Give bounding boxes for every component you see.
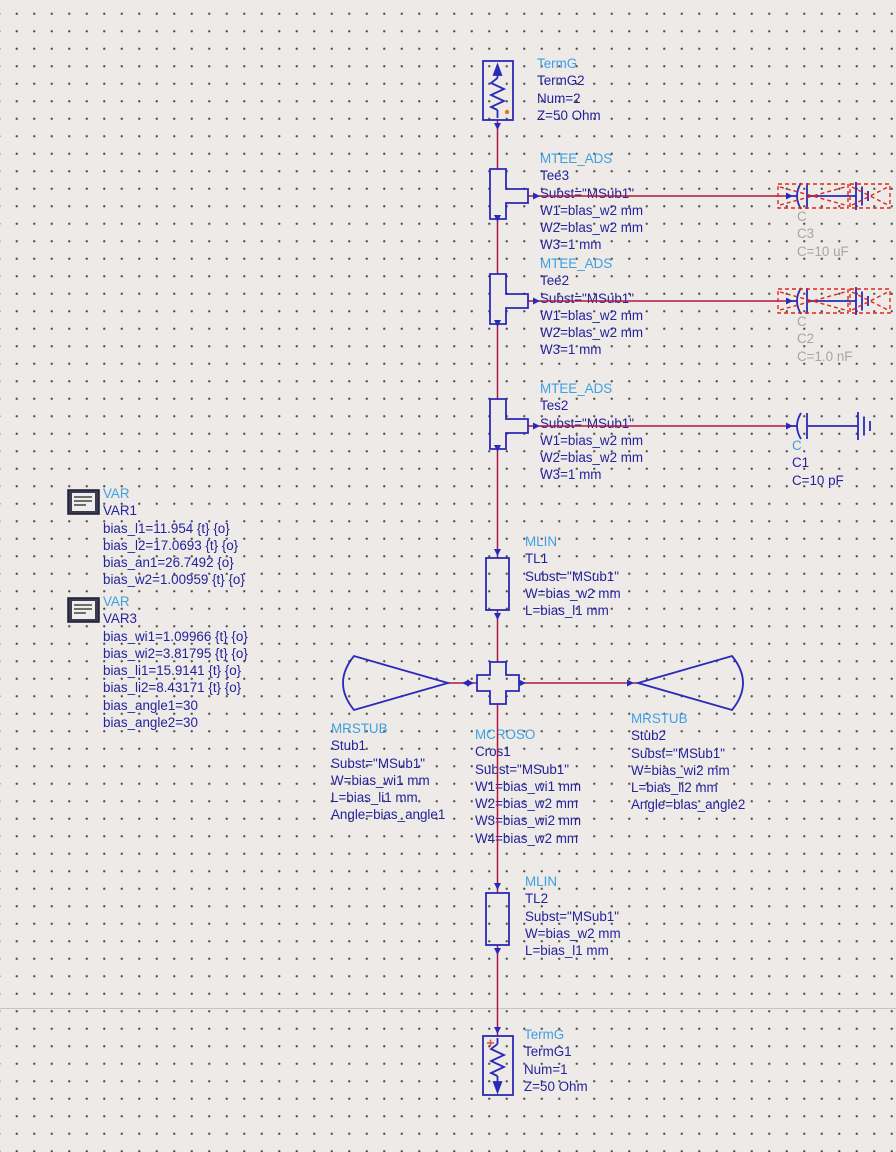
c1-symbol[interactable] bbox=[786, 412, 871, 440]
c3-type[interactable]: C bbox=[797, 209, 807, 224]
tl1-label[interactable]: MLIN TL1 Subst="MSub1" W=bias_w2 mm L=bi… bbox=[525, 534, 621, 619]
termg2-pin-dot bbox=[504, 109, 510, 115]
c3-ground-icon bbox=[855, 182, 869, 210]
termg1-type[interactable]: TermG bbox=[524, 1027, 565, 1042]
termg2-symbol[interactable] bbox=[482, 60, 514, 121]
c3-label[interactable]: C C3 C=10 uF bbox=[797, 209, 849, 259]
stub2-name[interactable]: Stub2 bbox=[631, 728, 666, 744]
var3-label[interactable]: VAR VAR3 bias_wi1=1.09966 {t} {o} bias_w… bbox=[103, 594, 248, 731]
tes2-label[interactable]: MTEE_ADS Tes2 Subst="MSub1" W1=bias_w2 m… bbox=[540, 381, 644, 483]
stub1-type[interactable]: MRSTUB bbox=[331, 721, 388, 736]
page-boundary-line bbox=[0, 1008, 896, 1009]
c1-ground-icon bbox=[857, 412, 871, 440]
tl2-name[interactable]: TL2 bbox=[525, 891, 549, 907]
var3-name[interactable]: VAR3 bbox=[103, 611, 137, 627]
termg1-label[interactable]: TermG TermG1 Num=1 Z=50 Ohm bbox=[524, 1027, 588, 1094]
tee2-name[interactable]: Tee2 bbox=[540, 273, 570, 289]
var1-type[interactable]: VAR bbox=[103, 486, 130, 501]
tl2-label[interactable]: MLIN TL2 Subst="MSub1" W=bias_w2 mm L=bi… bbox=[525, 874, 621, 959]
var1-icon[interactable] bbox=[67, 489, 100, 515]
tee2-label[interactable]: MTEE_ADS Tee2 Subst="MSub1" W1=bias_w2 m… bbox=[540, 256, 644, 358]
stub2-label[interactable]: MRSTUB Stub2 Subst="MSub1" W=bias_wi2 mm… bbox=[631, 711, 746, 813]
c3-name[interactable]: C3 bbox=[797, 226, 815, 242]
cros1-type[interactable]: MCROSO bbox=[475, 727, 536, 742]
tl2-symbol[interactable] bbox=[485, 892, 510, 946]
stub1-name[interactable]: Stub1 bbox=[331, 738, 366, 754]
tl1-symbol[interactable] bbox=[485, 557, 510, 611]
c1-label[interactable]: C C1 C=10 pF bbox=[792, 438, 844, 488]
stub1-symbol[interactable] bbox=[342, 654, 452, 712]
stub1-label[interactable]: MRSTUB Stub1 Subst="MSub1" W=bias_wi1 mm… bbox=[331, 721, 446, 823]
tes2-symbol[interactable] bbox=[489, 398, 529, 450]
c2-symbol[interactable] bbox=[777, 287, 891, 315]
stub2-symbol[interactable] bbox=[634, 654, 744, 712]
tl2-type[interactable]: MLIN bbox=[525, 874, 557, 889]
pin-arrows bbox=[462, 123, 634, 1034]
c2-selection-box[interactable] bbox=[777, 288, 891, 314]
termg2-type[interactable]: TermG bbox=[537, 56, 578, 71]
var3-icon[interactable] bbox=[67, 597, 100, 623]
c1-type[interactable]: C bbox=[792, 438, 802, 453]
termg1-symbol[interactable] bbox=[482, 1035, 514, 1096]
termg1-plus-icon bbox=[487, 1039, 494, 1047]
net-wires[interactable] bbox=[448, 120, 786, 1036]
cros1-name[interactable]: Cros1 bbox=[475, 744, 511, 760]
tee2-type[interactable]: MTEE_ADS bbox=[540, 256, 613, 271]
var1-name[interactable]: VAR1 bbox=[103, 503, 137, 519]
c1-name[interactable]: C1 bbox=[792, 455, 810, 471]
c2-ground-icon bbox=[855, 287, 869, 315]
var1-label[interactable]: VAR VAR1 bias_l1=11.954 {t} {o} bias_l2=… bbox=[103, 486, 245, 588]
tee3-label[interactable]: MTEE_ADS Tee3 Subst="MSub1" W1=bias_w2 m… bbox=[540, 151, 644, 253]
c2-type[interactable]: C bbox=[797, 314, 807, 329]
c3-symbol[interactable] bbox=[777, 182, 891, 210]
tee3-type[interactable]: MTEE_ADS bbox=[540, 151, 613, 166]
tl1-name[interactable]: TL1 bbox=[525, 551, 549, 567]
tes2-name[interactable]: Tes2 bbox=[540, 398, 569, 414]
tl1-type[interactable]: MLIN bbox=[525, 534, 557, 549]
termg2-arrow-up-icon bbox=[492, 62, 503, 76]
var3-type[interactable]: VAR bbox=[103, 594, 130, 609]
termg1-arrow-down-icon bbox=[492, 1081, 503, 1095]
stub2-type[interactable]: MRSTUB bbox=[631, 711, 688, 726]
tee3-name[interactable]: Tee3 bbox=[540, 168, 570, 184]
cros1-symbol[interactable] bbox=[476, 661, 520, 705]
termg2-name[interactable]: TermG2 bbox=[537, 73, 585, 89]
c3-selection-box[interactable] bbox=[777, 183, 891, 209]
termg1-name[interactable]: TermG1 bbox=[524, 1044, 572, 1060]
c2-label[interactable]: C C2 C=1.0 nF bbox=[797, 314, 853, 364]
tee2-symbol[interactable] bbox=[489, 273, 529, 325]
termg2-label[interactable]: TermG TermG2 Num=2 Z=50 Ohm bbox=[537, 56, 601, 123]
tee3-symbol[interactable] bbox=[489, 168, 529, 220]
tes2-type[interactable]: MTEE_ADS bbox=[540, 381, 613, 396]
c2-name[interactable]: C2 bbox=[797, 331, 815, 347]
cros1-label[interactable]: MCROSO Cros1 Subst="MSub1" W1=bias_wi1 m… bbox=[475, 727, 582, 846]
